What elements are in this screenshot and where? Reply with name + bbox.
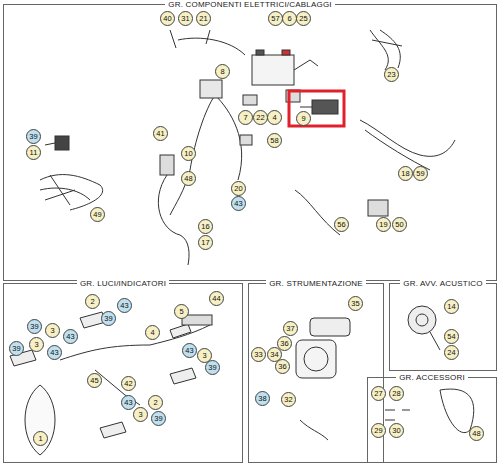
callout-number: 57	[268, 11, 283, 26]
callout-number: 39	[101, 311, 116, 326]
callout-number: 9	[296, 111, 311, 126]
group-heading: GR. AVV. ACUSTICO	[400, 279, 485, 289]
callout-number: 59	[413, 166, 428, 181]
callout-number: 40	[160, 11, 175, 26]
callout-number: 43	[231, 196, 246, 211]
callout-number: 39	[151, 411, 166, 426]
callout-number: 19	[376, 217, 391, 232]
callout-number: 29	[371, 423, 386, 438]
callout-number: 5	[174, 304, 189, 319]
callout-number: 28	[389, 386, 404, 401]
callout-number: 45	[87, 373, 102, 388]
callout-number: 31	[178, 11, 193, 26]
callout-number: 37	[283, 321, 298, 336]
callout-number: 44	[209, 291, 224, 306]
callout-number: 22	[253, 110, 268, 125]
group-panel: GR. STRUMENTAZIONE	[248, 283, 384, 463]
callout-number: 48	[469, 426, 484, 441]
callout-number: 39	[205, 360, 220, 375]
callout-number: 3	[29, 337, 44, 352]
callout-number: 6	[282, 11, 297, 26]
callout-number: 38	[255, 391, 270, 406]
callout-number: 2	[148, 395, 163, 410]
callout-number: 7	[238, 110, 253, 125]
callout-number: 2	[85, 294, 100, 309]
callout-number: 21	[196, 11, 211, 26]
callout-number: 36	[275, 359, 290, 374]
callout-number: 35	[348, 296, 363, 311]
callout-number: 48	[181, 171, 196, 186]
group-heading: GR. LUCI/INDICATORI	[77, 279, 169, 289]
callout-number: 11	[26, 145, 41, 160]
callout-number: 54	[444, 329, 459, 344]
group-panel: GR. COMPONENTI ELETTRICI/CABLAGGI	[3, 4, 497, 281]
callout-number: 43	[121, 395, 136, 410]
group-heading: GR. ACCESSORI	[396, 373, 468, 383]
callout-number: 8	[215, 64, 230, 79]
callout-number: 49	[90, 207, 105, 222]
callout-number: 3	[45, 323, 60, 338]
callout-number: 50	[392, 217, 407, 232]
callout-number: 39	[9, 341, 24, 356]
callout-number: 20	[231, 181, 246, 196]
callout-number: 42	[121, 376, 136, 391]
callout-number: 17	[198, 235, 213, 250]
callout-number: 43	[63, 329, 78, 344]
callout-number: 3	[133, 407, 148, 422]
callout-number: 43	[47, 345, 62, 360]
group-panel: GR. ACCESSORI	[367, 377, 497, 463]
callout-number: 1	[33, 431, 48, 446]
highlight-box	[289, 91, 344, 126]
callout-number: 41	[153, 126, 168, 141]
callout-number: 16	[198, 219, 213, 234]
callout-number: 43	[117, 298, 132, 313]
callout-number: 39	[27, 319, 42, 334]
callout-number: 32	[281, 392, 296, 407]
callout-number: 18	[398, 166, 413, 181]
callout-number: 4	[267, 110, 282, 125]
callout-number: 58	[267, 133, 282, 148]
group-heading: GR. COMPONENTI ELETTRICI/CABLAGGI	[165, 0, 335, 10]
callout-number: 14	[444, 299, 459, 314]
callout-number: 33	[251, 347, 266, 362]
callout-number: 25	[296, 11, 311, 26]
callout-number: 30	[389, 423, 404, 438]
callout-number: 23	[384, 67, 399, 82]
callout-number: 24	[444, 345, 459, 360]
callout-number: 10	[181, 146, 196, 161]
callout-number: 4	[145, 325, 160, 340]
group-heading: GR. STRUMENTAZIONE	[266, 279, 366, 289]
callout-number: 27	[371, 386, 386, 401]
callout-number: 56	[334, 217, 349, 232]
callout-number: 43	[182, 343, 197, 358]
group-panel: GR. AVV. ACUSTICO	[389, 283, 497, 371]
callout-number: 39	[26, 129, 41, 144]
